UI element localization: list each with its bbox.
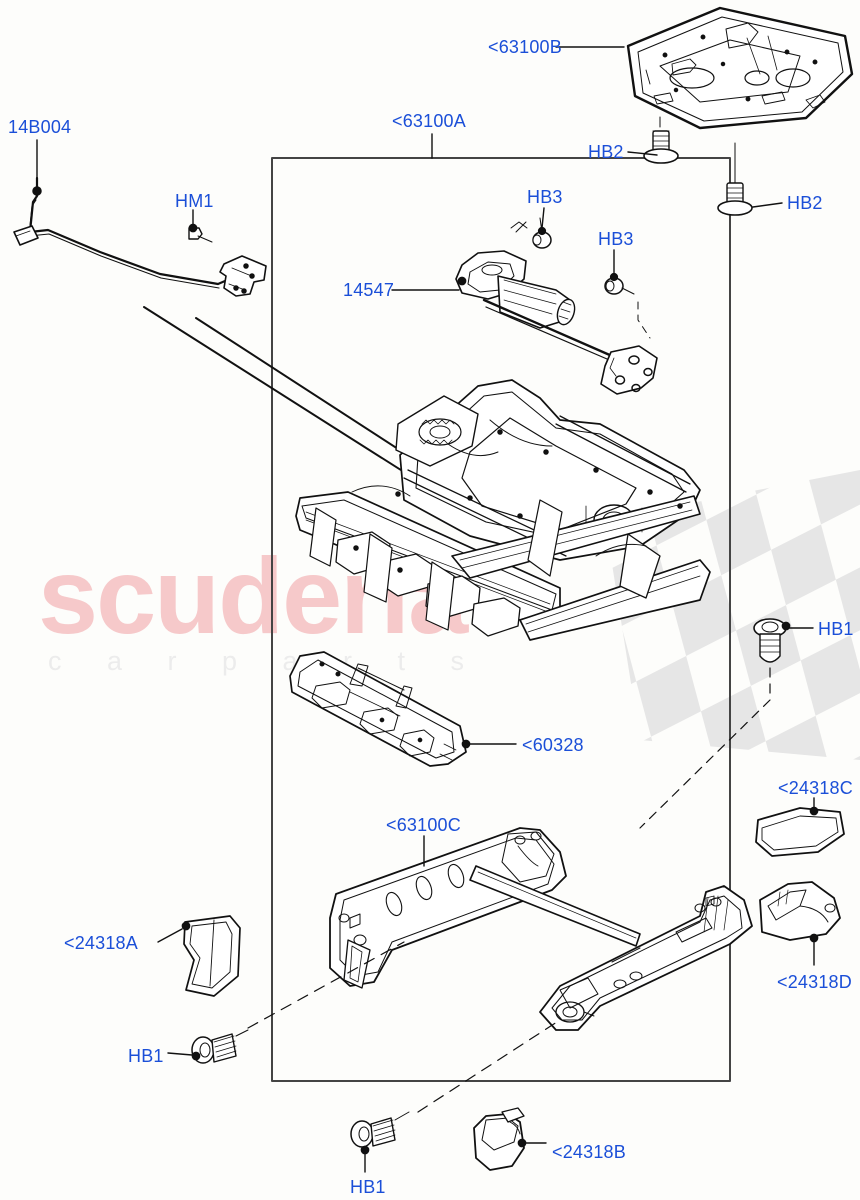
label-hm1[interactable]: HM1 (175, 191, 214, 211)
label-63100b[interactable]: <63100B (488, 37, 562, 57)
part-bracket-hm1 (219, 255, 267, 297)
part-motor-14547 (455, 250, 658, 395)
label-hb3-b[interactable]: HB3 (598, 229, 634, 249)
part-bolt-hb2-left (643, 116, 679, 164)
label-63100c[interactable]: <63100C (386, 815, 461, 835)
label-60328[interactable]: <60328 (522, 735, 584, 755)
part-screw-hb1-right (639, 618, 791, 829)
part-screw-hb1-bottom-left (191, 1029, 249, 1064)
label-hb2-b[interactable]: HB2 (787, 193, 823, 213)
leader-hb2a (627, 151, 658, 156)
label-24318c[interactable]: <24318C (778, 778, 853, 798)
part-bolt-hb3-lower (604, 255, 651, 339)
part-screw-hb1-bottom-center (350, 1111, 410, 1155)
leader-24318a (157, 928, 183, 943)
label-14b004[interactable]: 14B004 (8, 117, 72, 137)
part-cable-14b004 (13, 176, 234, 289)
label-63100a[interactable]: <63100A (392, 111, 466, 131)
label-24318d[interactable]: <24318D (777, 972, 852, 992)
label-hb1-bottom-left[interactable]: HB1 (128, 1046, 164, 1066)
label-24318a[interactable]: <24318A (64, 933, 138, 953)
part-trim-cover-24318b (473, 1107, 527, 1171)
part-trim-cover-24318a (181, 915, 241, 997)
axis-dash-left (247, 941, 405, 1029)
part-bolt-hb2-right (717, 142, 753, 216)
label-hb3-a[interactable]: HB3 (527, 187, 563, 207)
part-bolt-hb3-upper (510, 217, 552, 249)
group-boundary-box (271, 157, 731, 1082)
label-24318b[interactable]: <24318B (552, 1142, 626, 1162)
part-clip-hm1 (188, 223, 213, 243)
part-base-rail-63100c (329, 827, 753, 1031)
label-hb2-a[interactable]: HB2 (588, 142, 624, 162)
leader-hb3a (541, 207, 545, 229)
part-seat-frame-assembly-63100a (295, 379, 711, 641)
part-trim-cover-24318d (759, 881, 841, 943)
part-trim-cover-24318c (755, 806, 845, 857)
part-cross-member-60328 (289, 651, 471, 767)
label-hb1-bottom-center[interactable]: HB1 (350, 1177, 386, 1197)
leader-hb2b (752, 202, 783, 208)
label-hb1-right[interactable]: HB1 (818, 619, 854, 639)
leader-hb1bl (167, 1052, 193, 1056)
label-14547[interactable]: 14547 (343, 280, 395, 300)
watermark-tagline-text: c a r p a r t s (48, 646, 484, 676)
axis-dash-center (417, 1019, 561, 1113)
part-seat-pan-63100b (626, 6, 854, 130)
